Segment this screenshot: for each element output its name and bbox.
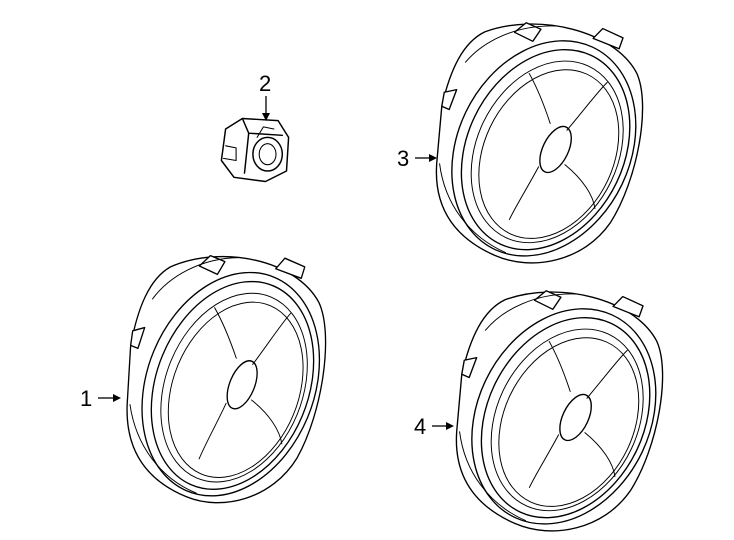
callout-1-arrowhead (113, 394, 121, 402)
connector-clip-part-2[interactable] (220, 117, 290, 183)
callout-4-arrowhead (446, 422, 454, 430)
callout-1: 1 (80, 386, 121, 411)
speaker-part-1[interactable] (102, 235, 359, 533)
speaker-icon (429, 268, 699, 540)
callout-4-label: 4 (414, 414, 426, 439)
callout-2-label: 2 (259, 71, 271, 96)
callout-1-label: 1 (80, 386, 92, 411)
callout-2: 2 (259, 71, 271, 121)
callout-3-arrowhead (429, 154, 437, 162)
speaker-icon (409, 0, 679, 297)
speaker-part-4[interactable] (429, 268, 699, 540)
speaker-icon (102, 235, 359, 533)
callout-3: 3 (397, 146, 437, 171)
callout-4: 4 (414, 414, 454, 439)
connector-clip-icon (220, 117, 290, 183)
callout-3-label: 3 (397, 146, 409, 171)
callout-2-arrowhead (262, 113, 270, 121)
speaker-part-3[interactable] (409, 0, 679, 297)
